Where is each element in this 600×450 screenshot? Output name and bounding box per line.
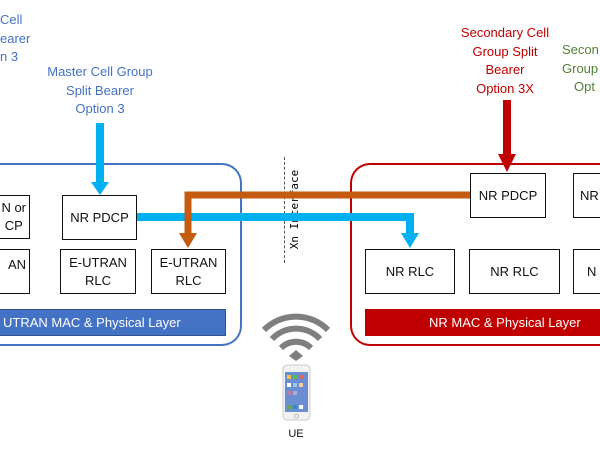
smartphone-icon bbox=[282, 364, 311, 421]
enb-group bbox=[0, 163, 242, 346]
secondary-other-bearer-label: Secon Group Opt bbox=[562, 42, 599, 94]
enb-rlc-partial: AN bbox=[0, 249, 30, 294]
secondary-split-bearer-label: Secondary Cell Group Split Bearer Option… bbox=[460, 25, 550, 96]
gnb-nr-rlc-1: NR RLC bbox=[365, 249, 455, 294]
left-bearer-label: Cell earer n 3 bbox=[0, 12, 31, 64]
gnb-nr-pdcp: NR PDCP bbox=[470, 173, 546, 218]
blue-split-path-arrow bbox=[137, 213, 419, 248]
wifi-icon bbox=[261, 313, 331, 361]
enb-nr-pdcp: NR PDCP bbox=[62, 195, 137, 240]
master-split-bearer-label: Master Cell Group Split Bearer Option 3 bbox=[47, 64, 153, 116]
gnb-pdcp-partial: NR bbox=[573, 173, 600, 218]
gnb-nr-rlc-2: NR RLC bbox=[469, 249, 560, 294]
ue-label: UE bbox=[288, 428, 304, 440]
gnb-group bbox=[350, 163, 600, 346]
secondary-bearer-arrow bbox=[498, 100, 516, 172]
xn-divider bbox=[284, 157, 285, 263]
master-bearer-arrow bbox=[91, 123, 109, 195]
orange-split-path-arrow bbox=[179, 191, 470, 248]
gnb-mac-physical-layer: NR MAC & Physical Layer bbox=[365, 309, 600, 336]
enb-mac-physical-layer: UTRAN MAC & Physical Layer bbox=[0, 309, 226, 336]
gnb-rlc-partial: N bbox=[573, 249, 600, 294]
